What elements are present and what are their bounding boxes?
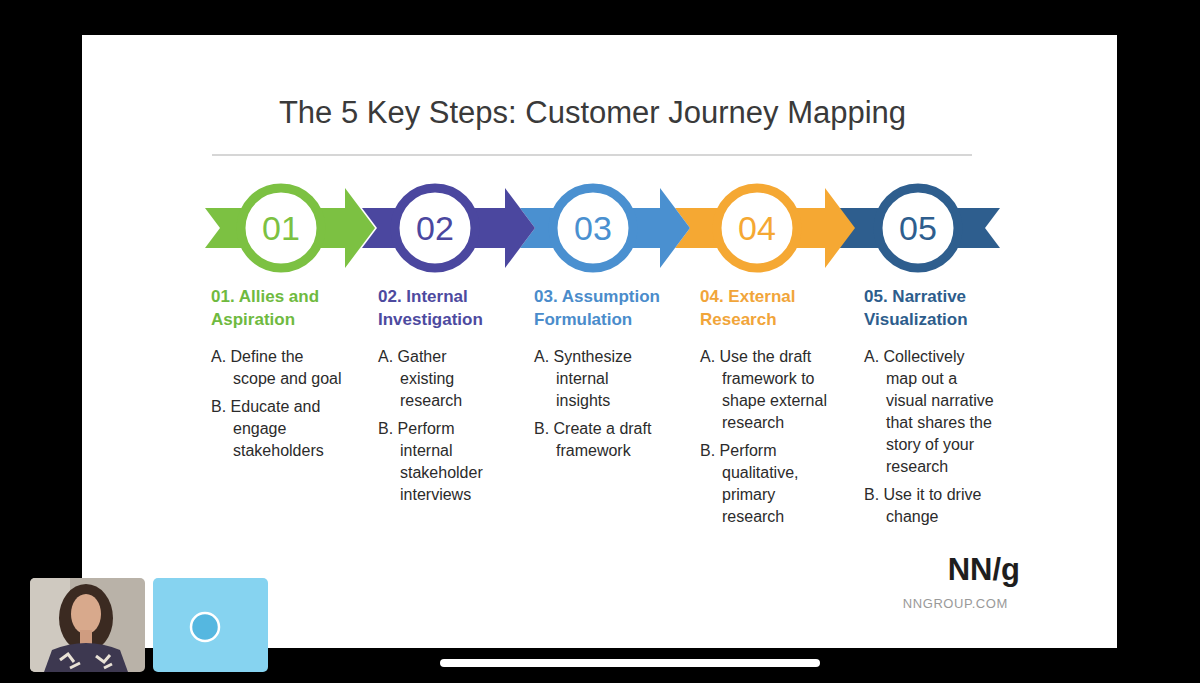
step-task: A. Synthesize internal insights (534, 346, 660, 412)
person-hair (59, 584, 113, 652)
logo: NN/g (948, 552, 1020, 588)
step-heading: 01. Allies and Aspiration (211, 285, 361, 331)
home-indicator (440, 659, 820, 667)
step-text-column: 01. Allies and Aspiration A. Define the s… (211, 285, 361, 468)
step-chevron: 0303. Assumption FormulationA. Synthesiz… (520, 180, 690, 276)
step-circle (878, 188, 958, 268)
step-chevron: 0505. Narrative VisualizationA. Collecti… (838, 180, 1000, 276)
step-circle (241, 188, 321, 268)
spacer (211, 331, 361, 346)
step-chevron: 0202. Internal InvestigationA. Gather ex… (362, 180, 535, 276)
step-task: B. Perform internal stakeholder intervie… (378, 418, 495, 506)
step-chevron: 0101. Allies and AspirationA. Define the… (205, 180, 375, 276)
step-heading: 05. Narrative Visualization (864, 285, 1014, 331)
step-text-column: 02. Internal Investigation A. Gather exis… (378, 285, 528, 512)
chevron-arrow (520, 188, 690, 268)
step-number: 05 (878, 188, 958, 268)
spacer (378, 331, 528, 346)
step-number: 03 (553, 188, 633, 268)
person-shirt (44, 643, 128, 672)
chevron-arrow (675, 188, 855, 268)
step-heading: 04. External Research (700, 285, 850, 331)
person-face (71, 594, 101, 634)
step-text-column: 03. Assumption Formulation A. Synthesize … (534, 285, 684, 468)
step-task: B. Create a draft framework (534, 418, 660, 462)
step-number: 04 (717, 188, 797, 268)
step-task: A. Use the draft framework to shape exte… (700, 346, 834, 434)
spacer (700, 331, 850, 346)
step-task: B. Perform qualitative, primary research (700, 440, 834, 528)
chevron-arrow (205, 188, 375, 268)
website: NNGROUP.COM (903, 596, 1008, 611)
thumbnail-logo (191, 613, 219, 641)
webcam-background (30, 578, 145, 672)
step-text-column: 05. Narrative Visualization A. Collective… (864, 285, 1014, 534)
step-number: 01 (241, 188, 321, 268)
step-chevron: 0404. External ResearchA. Use the draft … (675, 180, 855, 276)
chevron-arrow (362, 188, 535, 268)
step-circle (395, 188, 475, 268)
shirt-pattern (60, 654, 112, 668)
diagram-title: The 5 Key Steps: Customer Journey Mappin… (0, 95, 1185, 131)
spacer (534, 331, 684, 346)
step-heading: 02. Internal Investigation (378, 285, 528, 331)
step-circle (717, 188, 797, 268)
spacer (864, 331, 1014, 346)
step-task: B. Use it to drive change (864, 484, 996, 528)
step-task: B. Educate and engage stakeholders (211, 396, 347, 462)
step-number: 02 (395, 188, 475, 268)
step-task: A. Gather existing research (378, 346, 495, 412)
step-circle (553, 188, 633, 268)
title-rule (212, 154, 972, 156)
presenter-thumbnail (153, 578, 268, 672)
person-neck (80, 630, 92, 644)
step-text-column: 04. External Research A. Use the draft fr… (700, 285, 850, 534)
step-task: A. Collectively map out a visual narrati… (864, 346, 996, 478)
step-task: A. Define the scope and goal (211, 346, 347, 390)
step-heading: 03. Assumption Formulation (534, 285, 684, 331)
webcam-thumbnail (30, 578, 145, 672)
